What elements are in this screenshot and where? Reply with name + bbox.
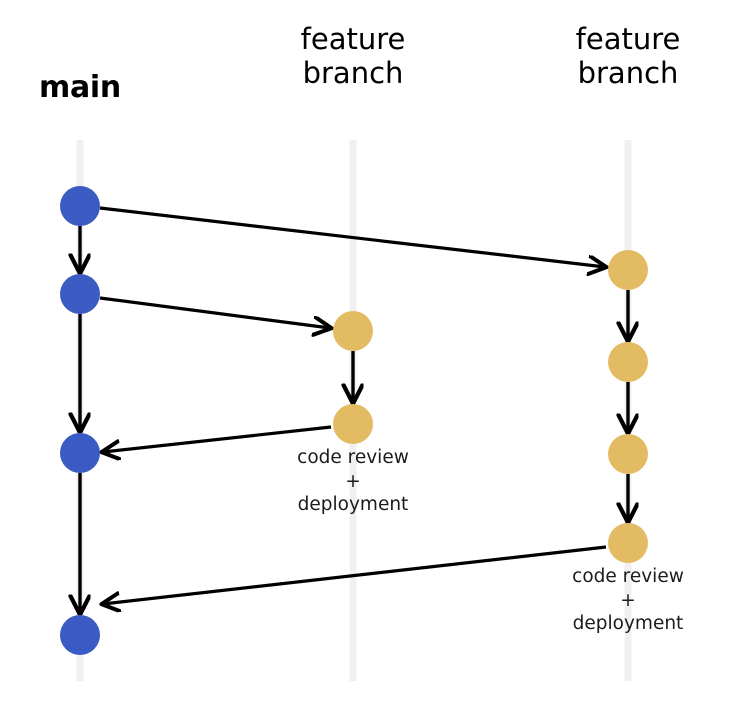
commit-node-f1b[interactable] — [333, 404, 373, 444]
commit-node-f1a[interactable] — [333, 311, 373, 351]
commit-node-m2[interactable] — [60, 274, 100, 314]
edge-m2-f1a — [99, 296, 330, 328]
commit-layer — [60, 186, 648, 655]
edge-f2d-m4 — [103, 545, 607, 604]
commit-node-f2c[interactable] — [608, 434, 648, 474]
edge-f1b-m3 — [103, 425, 332, 452]
lane-header-main: main — [39, 70, 121, 105]
edge-m1-f2a — [99, 206, 605, 267]
lane-header-feature-2: feature branch — [575, 22, 681, 91]
edge-layer — [80, 206, 628, 613]
commit-node-m3[interactable] — [60, 433, 100, 473]
commit-node-f2a[interactable] — [608, 250, 648, 290]
commit-node-f2b[interactable] — [608, 342, 648, 382]
commit-caption-f1b: code review + deployment — [297, 447, 409, 516]
commit-caption-f2d: code review + deployment — [572, 566, 684, 635]
commit-node-m4[interactable] — [60, 615, 100, 655]
lane-header-feature-1: feature branch — [300, 22, 406, 91]
commit-node-f2d[interactable] — [608, 523, 648, 563]
commit-node-m1[interactable] — [60, 186, 100, 226]
